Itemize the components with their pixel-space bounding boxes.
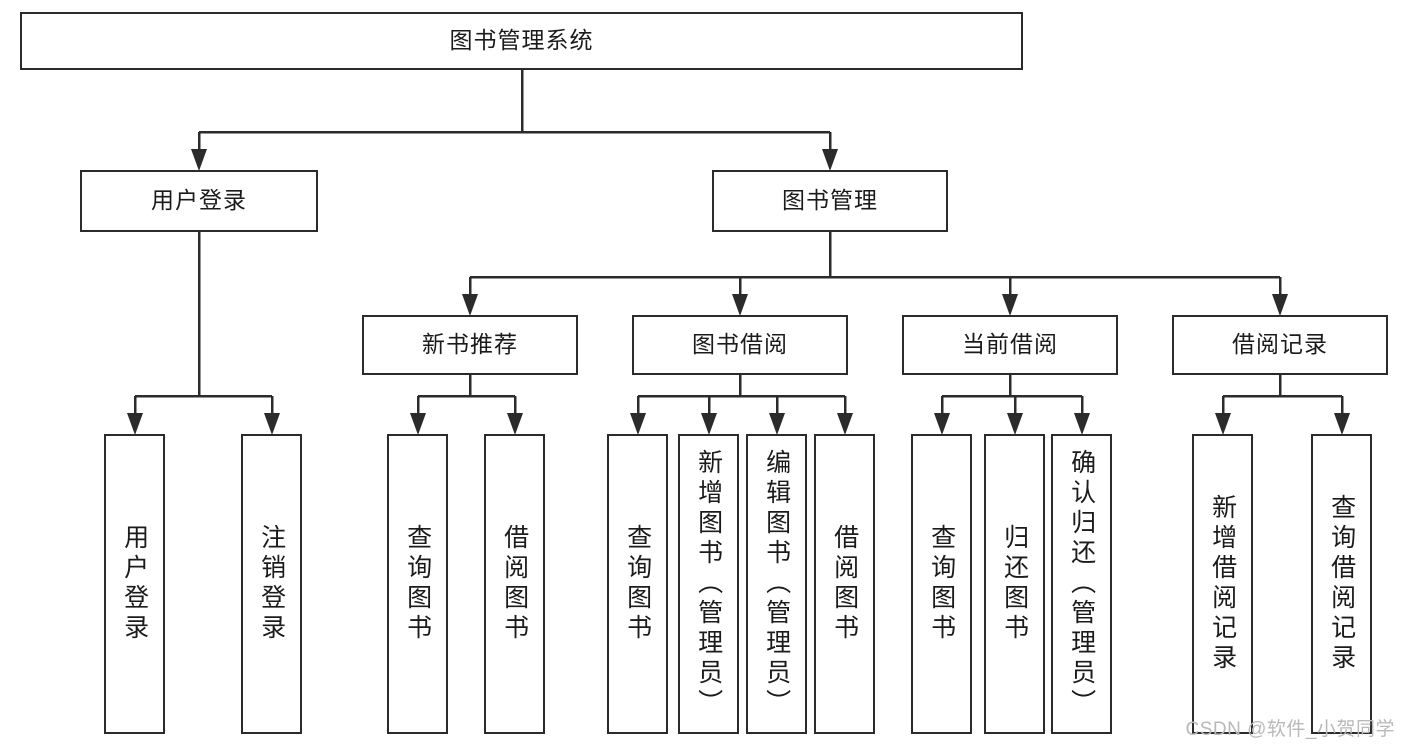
node-root[interactable]: 图书管理系统: [20, 12, 1023, 70]
node-leaf-query-borrow-record[interactable]: 查询借阅记录: [1311, 434, 1372, 734]
node-leaf-confirm-return-admin[interactable]: 确认归还（管理员）: [1051, 434, 1112, 734]
node-book-borrow-label: 图书借阅: [692, 331, 788, 358]
node-leaf-query-book-current[interactable]: 查询图书: [911, 434, 972, 734]
node-leaf-query-book-borrow[interactable]: 查询图书: [607, 434, 668, 734]
node-leaf-add-book-admin-label: 新增图书（管理员）: [694, 449, 723, 719]
node-leaf-borrow-book-label: 借阅图书: [830, 524, 859, 644]
node-leaf-query-book-rec[interactable]: 查询图书: [387, 434, 448, 734]
node-leaf-logout-login[interactable]: 注销登录: [241, 434, 302, 734]
node-current-borrow-label: 当前借阅: [962, 331, 1058, 358]
node-leaf-borrow-book-rec-label: 借阅图书: [500, 524, 529, 644]
node-leaf-query-book-borrow-label: 查询图书: [623, 524, 652, 644]
node-root-label: 图书管理系统: [449, 27, 594, 54]
node-leaf-edit-book-admin-label: 编辑图书（管理员）: [762, 449, 791, 719]
node-leaf-confirm-return-admin-label: 确认归还（管理员）: [1067, 449, 1096, 719]
node-leaf-borrow-book[interactable]: 借阅图书: [814, 434, 875, 734]
node-book-manage[interactable]: 图书管理: [712, 170, 948, 232]
node-leaf-add-borrow-record[interactable]: 新增借阅记录: [1192, 434, 1253, 734]
node-borrow-record[interactable]: 借阅记录: [1172, 315, 1388, 375]
node-user-login[interactable]: 用户登录: [80, 170, 318, 232]
node-leaf-borrow-book-rec[interactable]: 借阅图书: [484, 434, 545, 734]
node-leaf-query-book-current-label: 查询图书: [927, 524, 956, 644]
node-borrow-record-label: 借阅记录: [1232, 331, 1328, 358]
node-leaf-add-borrow-record-label: 新增借阅记录: [1208, 494, 1237, 674]
node-leaf-return-book[interactable]: 归还图书: [984, 434, 1045, 734]
node-user-login-label: 用户登录: [151, 187, 247, 214]
node-leaf-add-book-admin[interactable]: 新增图书（管理员）: [678, 434, 739, 734]
node-new-book-recommend-label: 新书推荐: [422, 331, 518, 358]
node-leaf-user-login-label: 用户登录: [120, 524, 149, 644]
node-leaf-logout-login-label: 注销登录: [257, 524, 286, 644]
node-new-book-recommend[interactable]: 新书推荐: [362, 315, 578, 375]
node-leaf-return-book-label: 归还图书: [1000, 524, 1029, 644]
node-book-borrow[interactable]: 图书借阅: [632, 315, 848, 375]
node-current-borrow[interactable]: 当前借阅: [902, 315, 1118, 375]
node-book-manage-label: 图书管理: [782, 187, 878, 214]
node-leaf-query-borrow-record-label: 查询借阅记录: [1327, 494, 1356, 674]
node-leaf-edit-book-admin[interactable]: 编辑图书（管理员）: [746, 434, 807, 734]
node-leaf-query-book-rec-label: 查询图书: [403, 524, 432, 644]
node-leaf-user-login[interactable]: 用户登录: [104, 434, 165, 734]
watermark-text: CSDN @软件_小贺同学: [1185, 719, 1395, 740]
